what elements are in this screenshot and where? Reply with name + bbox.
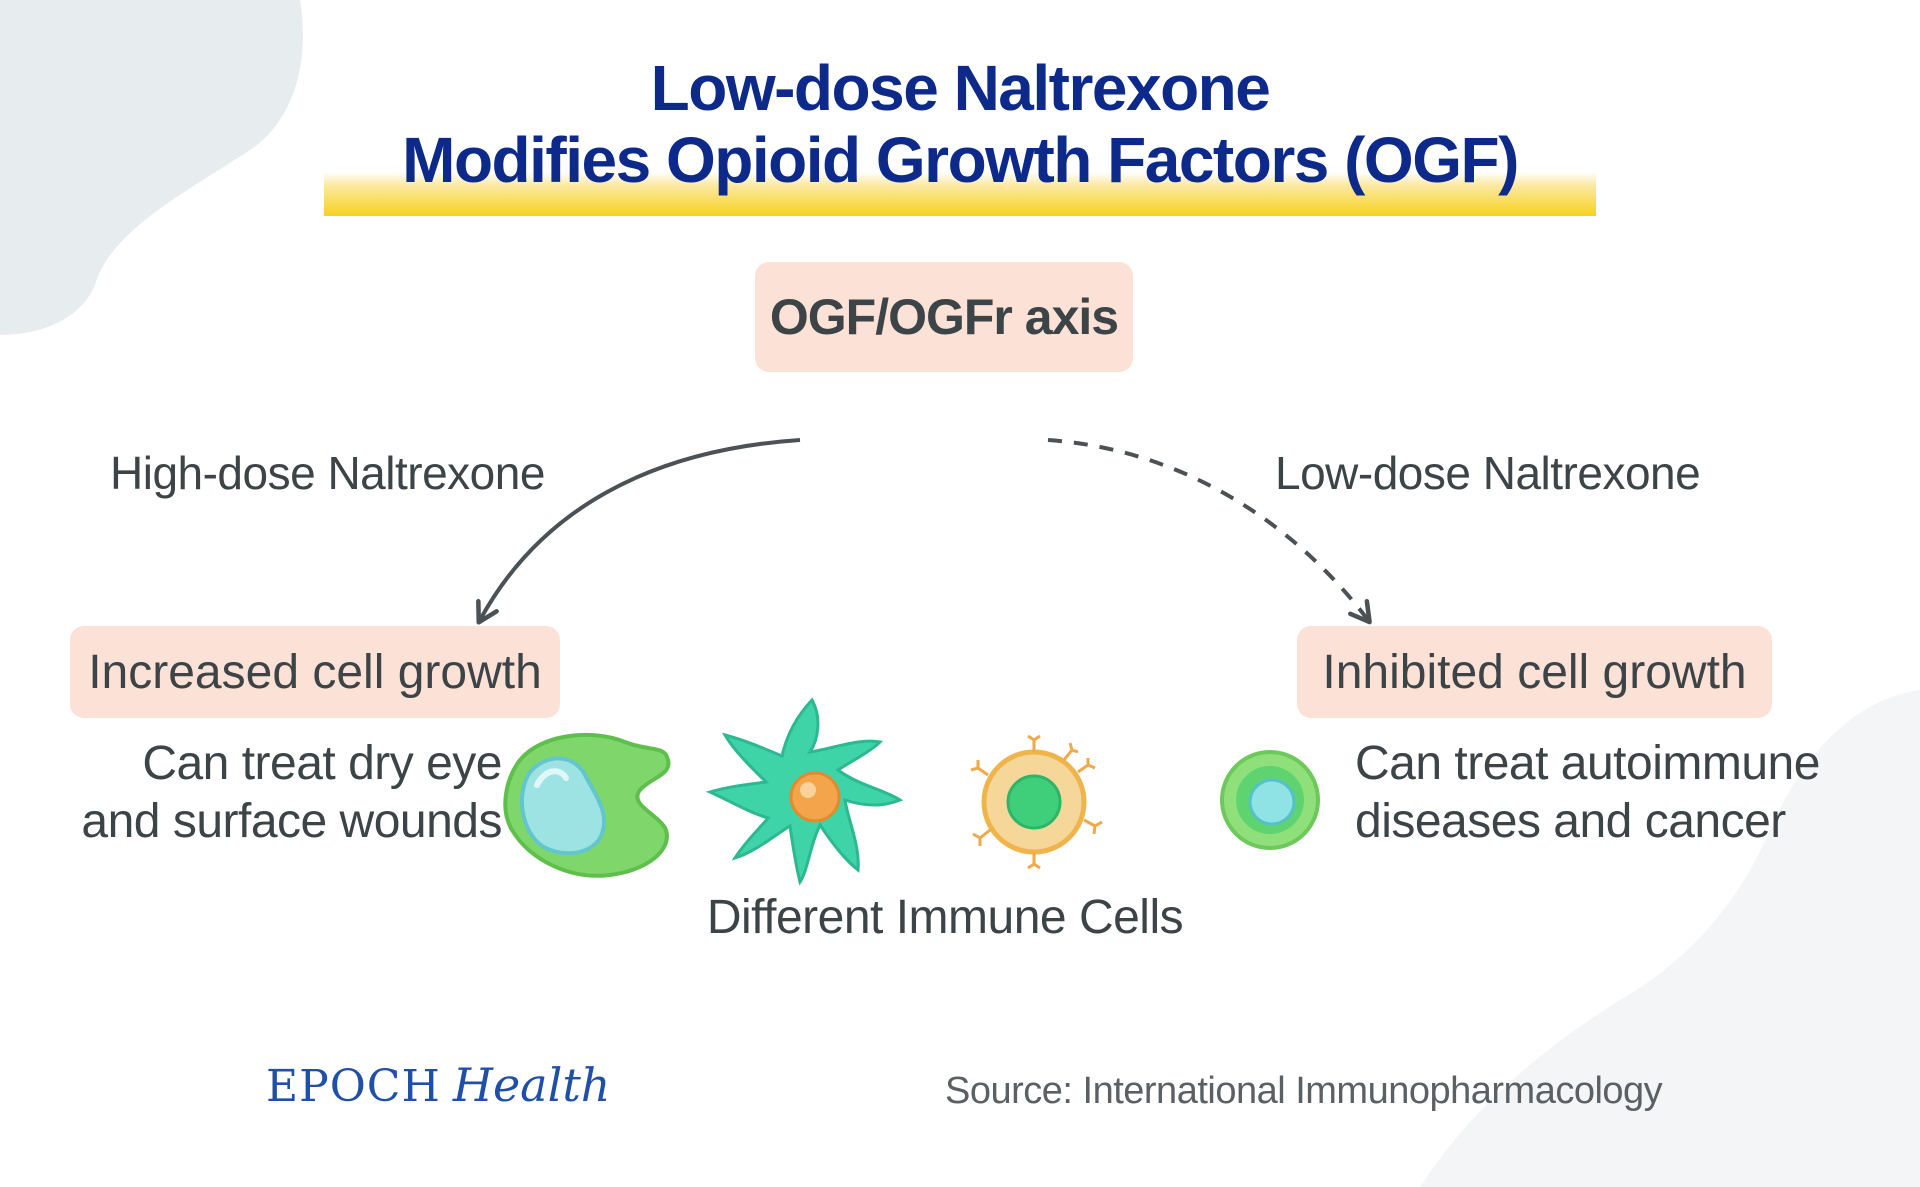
left-treatment-line-2: and surface wounds (81, 795, 502, 848)
dendritic-cell-icon (705, 697, 904, 886)
mast-cell-icon (970, 734, 1103, 870)
low-dose-label: Low-dose Naltrexone (1275, 447, 1701, 499)
increased-cell-growth-box: Increased cell growth (70, 626, 560, 718)
left-treatment-line-1: Can treat dry eye (142, 737, 502, 790)
immune-cells-caption: Different Immune Cells (706, 891, 1184, 944)
right-treatment-line-1: Can treat autoimmune (1355, 737, 1820, 790)
source-citation: Source: International Immunopharmacology (945, 1070, 1663, 1112)
title-line-2: Modifies Opioid Growth Factors (OGF) (402, 124, 1519, 196)
ogf-axis-box: OGF/OGFr axis (755, 262, 1133, 372)
low-dose-arrow (1047, 438, 1372, 625)
title-highlight-bar (324, 172, 1596, 216)
brand-epoch: EPOCH (266, 1061, 441, 1112)
right-treatment-line-2: diseases and cancer (1355, 795, 1786, 848)
left-treatment-text: Can treat dry eye and surface wounds (40, 735, 502, 851)
high-dose-label: High-dose Naltrexone (110, 447, 545, 499)
brand-health: Health (452, 1058, 611, 1112)
inhibited-cell-growth-box: Inhibited cell growth (1297, 626, 1772, 718)
right-treatment-text: Can treat autoimmune diseases and cancer (1355, 735, 1900, 851)
macrophage-cell-icon (503, 732, 671, 878)
lymphocyte-cell-icon (1220, 750, 1320, 850)
high-dose-arrow (476, 438, 801, 625)
title: Low-dose Naltrexone Modifies Opioid Grow… (324, 52, 1596, 196)
title-line-1: Low-dose Naltrexone (650, 52, 1271, 124)
